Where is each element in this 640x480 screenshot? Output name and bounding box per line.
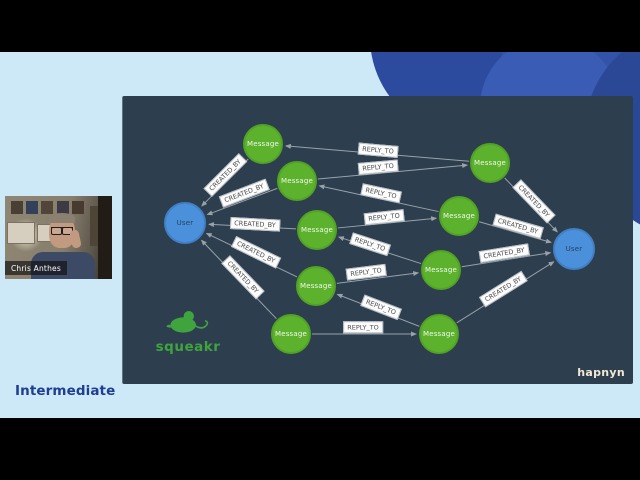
graph-node-message: Message (271, 314, 311, 354)
graph-edge-created_by (461, 251, 552, 268)
graph-node-message: Message (419, 314, 459, 354)
wall-poster (57, 201, 69, 214)
hapnyn-logo: hapnyn (577, 366, 625, 379)
graph-edge-reply_to (337, 216, 438, 229)
letterbox-top (0, 0, 640, 52)
squeakr-logo-text: squeakr (155, 339, 221, 355)
graph-edge-reply_to (318, 184, 439, 213)
wall-poster (72, 201, 84, 214)
relationship-label: REPLY_TO (343, 321, 383, 333)
whiteboard (7, 222, 35, 244)
graph-node-message: Message (296, 266, 336, 306)
difficulty-label: Intermediate (15, 383, 116, 399)
graph-node-message: Message (243, 124, 283, 164)
graph-node-message: Message (470, 143, 510, 183)
graph-node-message: Message (277, 161, 317, 201)
graph-edge-reply_to (336, 271, 420, 284)
graph-edge-reply_to (317, 163, 469, 180)
speaker-hair (49, 213, 75, 223)
graph-node-user: User (553, 228, 595, 270)
webcam-overlay: Chris Anthes (5, 196, 112, 279)
graph-node-message: Message (297, 210, 337, 250)
speaker-hand (69, 229, 82, 249)
letterbox-bottom (0, 418, 640, 480)
wall-poster (26, 201, 38, 214)
graph-edge-created_by (479, 221, 552, 244)
graph-edge-created_by (206, 187, 278, 216)
shelf (90, 206, 98, 246)
wall-poster (11, 201, 23, 214)
speaker-name-tag: Chris Anthes (5, 261, 67, 275)
graph-node-user: User (164, 202, 206, 244)
squeakr-logo: squeakr (143, 308, 233, 355)
wall-poster (41, 201, 53, 214)
doorway-shadow (98, 196, 112, 279)
mouse-icon (164, 311, 212, 338)
graph-node-message: Message (439, 196, 479, 236)
graph-node-message: Message (421, 250, 461, 290)
